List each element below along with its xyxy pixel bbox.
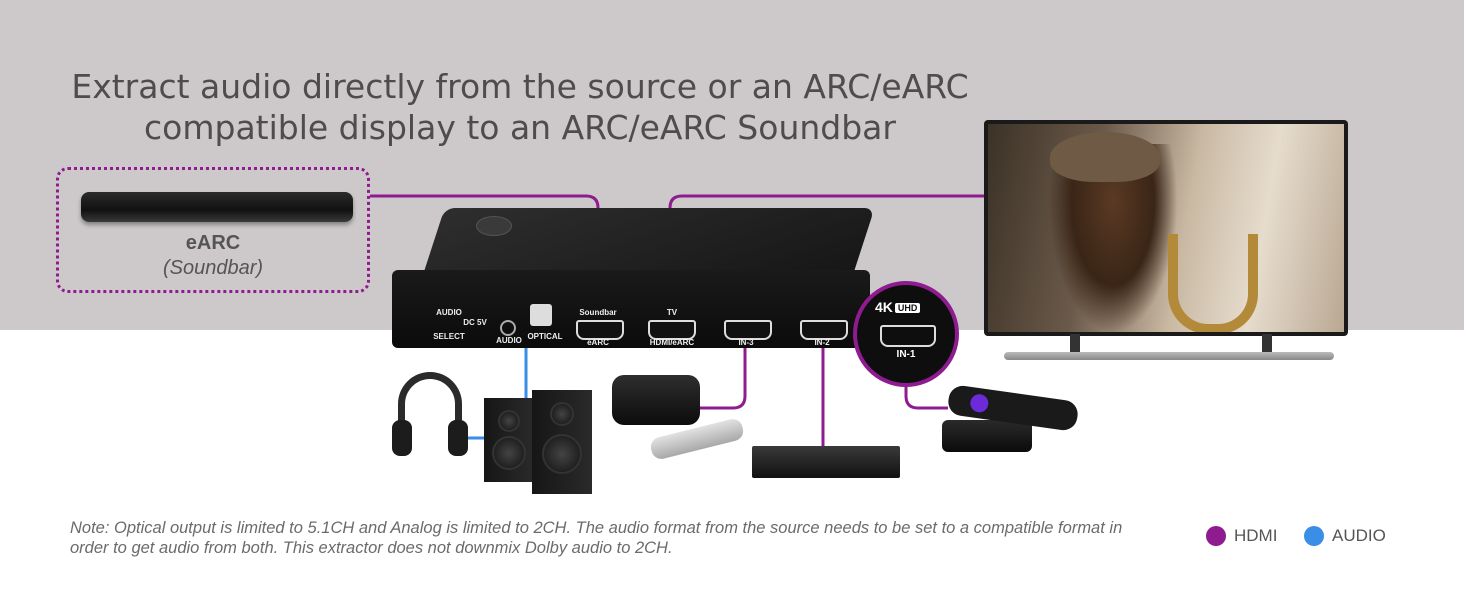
speaker-left-icon: [484, 398, 534, 482]
legend-label-hdmi: HDMI: [1234, 526, 1277, 546]
hdmi-port-in3: [724, 320, 772, 340]
hdmi-port-in2: [800, 320, 848, 340]
soundbar-panel: eARC (Soundbar): [56, 167, 370, 293]
speaker-right-icon: [532, 390, 592, 494]
port-label-in1: IN-1: [857, 349, 955, 360]
soundbar-title: eARC: [59, 232, 367, 255]
tv-base: [1004, 352, 1334, 360]
port-label-soundbar: Soundbar: [563, 308, 633, 317]
legend-item-audio: AUDIO: [1304, 524, 1386, 548]
hdmi-dot-icon: [1206, 526, 1226, 546]
port-label-hdmi-earc: HDMI/eARC: [637, 338, 707, 347]
audio-extractor-device: AUDIO SELECT DC 5V AUDIO OPTICAL Soundba…: [392, 208, 870, 348]
port-label-earc: eARC: [563, 338, 633, 347]
dvd-player-icon: [752, 446, 900, 478]
audio-jack-icon: [500, 320, 516, 336]
footnote: Note: Optical output is limited to 5.1CH…: [70, 518, 1130, 558]
hdmi-port-tv: [648, 320, 696, 340]
port-label-in3: IN-3: [711, 338, 781, 347]
saxophone-shape: [1168, 234, 1258, 332]
soundbar-image: [81, 192, 353, 222]
tv-screen-image: [988, 124, 1344, 332]
soundbar-subtitle: (Soundbar): [59, 257, 367, 280]
port-label-tv: TV: [637, 308, 707, 317]
legend-label-audio: AUDIO: [1332, 526, 1386, 546]
headphones-icon: [392, 372, 468, 458]
hdmi-line-in3: [700, 346, 745, 408]
tv-stand-left: [1070, 334, 1080, 354]
tv-stand-right: [1262, 334, 1272, 354]
legend-item-hdmi: HDMI: [1206, 524, 1277, 548]
audio-dot-icon: [1304, 526, 1324, 546]
tv-display: [984, 120, 1348, 336]
hdmi-port-in1: [880, 325, 936, 347]
port-label-audio-select-top: AUDIO: [414, 308, 484, 317]
hat-shape: [1050, 132, 1160, 182]
power-button-icon: [476, 216, 512, 236]
optical-port-icon: [530, 304, 552, 326]
hdmi-port-soundbar: [576, 320, 624, 340]
roku-box-icon: [942, 420, 1032, 452]
apple-tv-box-icon: [612, 375, 700, 425]
port-label-in2: IN-2: [787, 338, 857, 347]
